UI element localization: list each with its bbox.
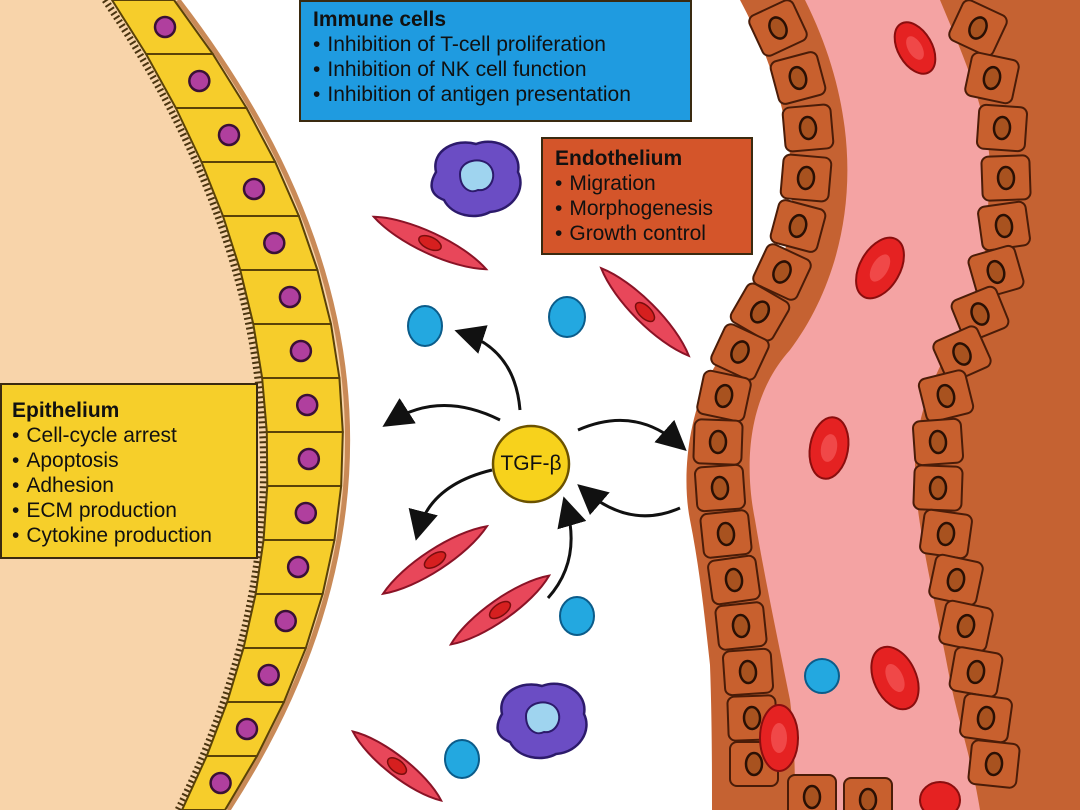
arrow-to-endothelium xyxy=(577,418,687,451)
endothelial-nucleus xyxy=(984,751,1004,777)
epithelium-item: Adhesion xyxy=(12,473,246,498)
endothelial-nucleus xyxy=(982,65,1002,91)
epithelial-nucleus xyxy=(263,231,286,255)
immune-cells-item: Inhibition of T-cell proliferation xyxy=(313,32,678,57)
macrophage-top xyxy=(430,140,522,218)
endothelial-nucleus xyxy=(952,342,972,366)
lymphocyte xyxy=(559,596,595,636)
arrow-from-fibroblasts xyxy=(546,496,587,599)
lymphocytes xyxy=(407,296,595,779)
epithelium-title: Epithelium xyxy=(12,399,120,422)
endothelial-nucleus xyxy=(714,383,734,409)
red-blood-cell xyxy=(919,781,961,810)
lymphocyte xyxy=(407,305,443,347)
epithelial-nucleus xyxy=(217,123,241,147)
basement-membrane xyxy=(176,0,351,810)
endothelium-box: Endothelium Migration Morphogenesis Grow… xyxy=(541,137,753,255)
epithelial-nucleus xyxy=(274,609,297,633)
epithelium-item: Cell-cycle arrest xyxy=(12,423,246,448)
epithelial-nucleus xyxy=(278,285,302,309)
endothelial-nucleus xyxy=(731,613,751,639)
tgf-beta-circle xyxy=(491,424,571,504)
endothelial-nucleus xyxy=(724,567,744,593)
endothelial-nucleus xyxy=(768,16,788,40)
red-blood-cells xyxy=(759,21,961,810)
immune-cells-box: Immune cells Inhibition of T-cell prolif… xyxy=(299,0,692,122)
endothelium-item: Migration xyxy=(555,171,739,196)
arrow-to-epithelium xyxy=(382,398,501,427)
epithelium-box: Epithelium Cell-cycle arrest Apoptosis A… xyxy=(0,383,258,559)
endothelial-nucleus xyxy=(936,383,956,409)
endothelial-nucleus xyxy=(788,213,808,239)
signal-arrows xyxy=(382,325,687,599)
endothelial-nucleus xyxy=(730,340,750,364)
endothelial-cell-layer xyxy=(692,0,1032,810)
immune-cells-title: Immune cells xyxy=(313,8,447,31)
endothelial-nucleus xyxy=(798,115,818,141)
endothelium-list: Migration Morphogenesis Growth control xyxy=(555,171,739,246)
vessel-lumen xyxy=(749,0,991,810)
endothelial-nucleus xyxy=(928,429,948,455)
epithelium-item: Apoptosis xyxy=(12,448,246,473)
endothelial-nucleus xyxy=(986,259,1006,285)
endothelial-nucleus xyxy=(710,475,730,501)
endothelial-nucleus xyxy=(744,751,764,777)
epithelial-nucleus xyxy=(289,339,313,363)
immune-cells-item: Inhibition of NK cell function xyxy=(313,57,678,82)
endothelial-nucleus xyxy=(788,65,808,91)
endothelial-nucleus xyxy=(946,567,966,593)
macrophage-bottom xyxy=(496,682,588,760)
endothelial-nucleus xyxy=(802,784,822,810)
epithelium-item: ECM production xyxy=(12,498,246,523)
blood-vessel xyxy=(686,0,1080,810)
lymphocyte xyxy=(548,296,586,338)
arrow-to-fibroblasts xyxy=(408,468,493,541)
epithelium-item: Cytokine production xyxy=(12,523,246,548)
arrow-to-immune xyxy=(454,325,522,411)
endothelial-nucleus xyxy=(749,300,771,324)
epithelial-nucleus xyxy=(153,15,177,39)
endothelial-nucleus xyxy=(936,521,956,547)
endothelium-title: Endothelium xyxy=(555,147,683,170)
endothelial-nucleus xyxy=(966,659,986,685)
endothelial-nucleus xyxy=(858,787,878,810)
epithelium-list: Cell-cycle arrest Apoptosis Adhesion ECM… xyxy=(12,423,246,548)
endothelial-nucleus xyxy=(994,213,1014,239)
endothelial-nucleus xyxy=(992,115,1012,141)
endothelial-nucleus xyxy=(716,521,736,547)
endothelial-nucleus xyxy=(976,705,996,731)
epithelial-nucleus xyxy=(286,555,310,579)
epithelial-nucleus xyxy=(209,771,232,795)
lymphocyte xyxy=(444,739,480,779)
endothelial-nucleus xyxy=(738,659,758,685)
endothelial-nucleus xyxy=(796,165,816,191)
endothelial-nucleus xyxy=(996,165,1016,191)
arrow-from-endothelium xyxy=(577,484,681,518)
lymphocyte-in-vessel xyxy=(804,658,840,694)
epithelial-nucleus xyxy=(294,501,318,525)
epithelial-nucleus xyxy=(297,447,321,471)
endothelial-nucleus xyxy=(772,260,792,284)
immune-cells-item: Inhibition of antigen presentation xyxy=(313,82,678,107)
epithelial-cell-layer xyxy=(111,0,344,810)
epithelial-nucleus xyxy=(188,69,211,93)
microvilli-border xyxy=(102,0,267,810)
epithelial-nucleus xyxy=(242,177,266,201)
endothelial-nucleus xyxy=(742,705,762,731)
epithelial-nucleus xyxy=(235,717,259,741)
epithelial-nucleus xyxy=(295,393,319,417)
endothelium-item: Morphogenesis xyxy=(555,196,739,221)
endothelium-item: Growth control xyxy=(555,221,739,246)
epithelial-nucleus xyxy=(257,663,280,687)
tgf-beta-label: TGF-β xyxy=(500,452,562,475)
immune-cells-list: Inhibition of T-cell proliferation Inhib… xyxy=(313,32,678,107)
endothelial-nucleus xyxy=(956,613,976,639)
endothelial-nucleus xyxy=(708,429,728,455)
endothelial-nucleus xyxy=(968,16,988,40)
fibroblasts xyxy=(350,215,691,802)
endothelial-nucleus xyxy=(928,475,948,501)
